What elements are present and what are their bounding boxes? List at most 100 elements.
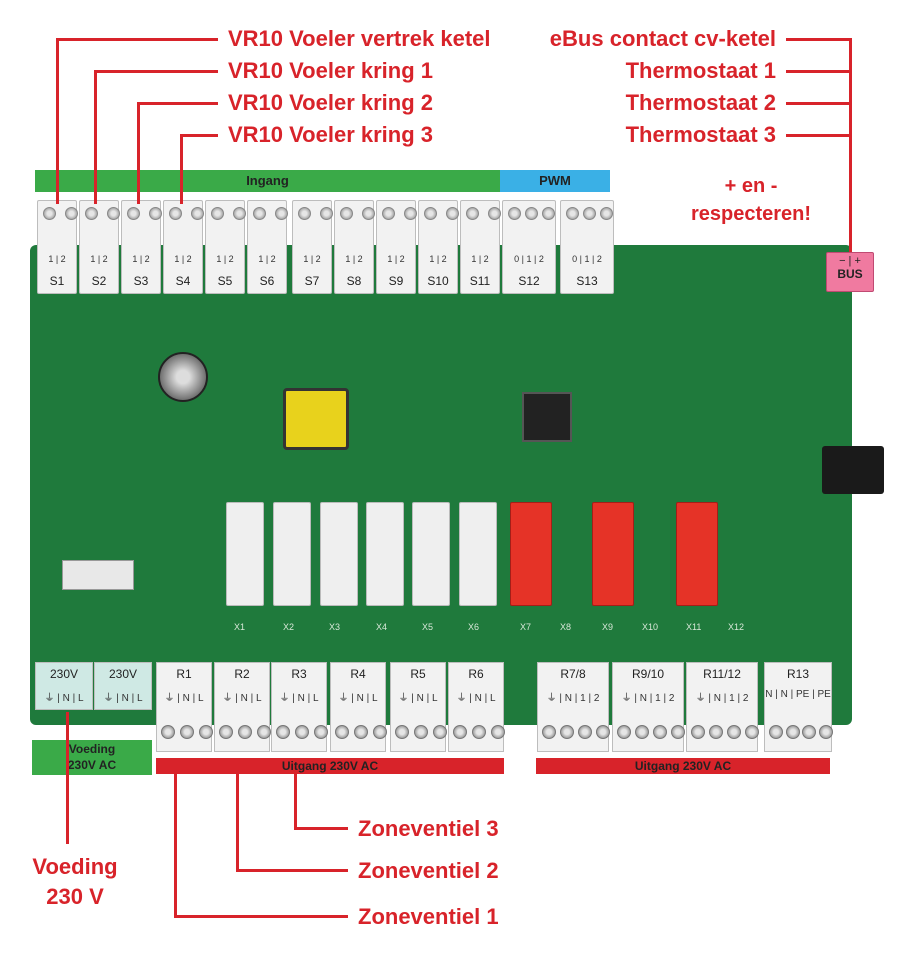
terminal-label: S5 [217,274,233,288]
screw-icon [653,725,667,739]
screw-icon [149,207,163,220]
screw-icon [161,725,175,739]
screw-icon [253,207,266,220]
relay-label: X12 [728,622,745,632]
screw-icon [43,207,56,220]
screw-icon [85,207,98,220]
callout-ebus: eBus contact cv-ketel [549,26,776,51]
screw-icon [446,207,460,220]
relay-x2 [273,502,311,606]
terminal-r9-10[interactable]: R9/10⏚ | N | 1 | 2 [612,662,685,752]
callout-thermostaat1: Thermostaat 1 [625,58,776,83]
terminal-label: R7/8 [560,667,586,681]
terminal-230v[interactable]: 230V⏚ | N | L [35,662,93,710]
terminal-pins: 0 | 1 | 2 [514,254,544,264]
callout-voeding-line1: Voeding [32,854,118,879]
terminal-label: S1 [49,274,65,288]
terminal-pins: N | N | PE | PE [765,689,831,700]
screw-icon [414,725,428,739]
leader-zone1-v [174,774,177,918]
terminal-pins: ⏚ | N | L [456,693,496,704]
terminal-label: S7 [304,274,320,288]
screw-icon [453,725,467,739]
callout-vr10-kring1: VR10 Voeler kring 1 [228,58,434,83]
relay-label: X9 [602,622,614,632]
bus-connector[interactable]: − | + BUS [826,252,874,292]
circuit-board [30,245,852,725]
relay-x1 [226,502,264,606]
terminal-r7-8[interactable]: R7/8⏚ | N | 1 | 2 [537,662,610,752]
terminal-pins: 1 | 2 [174,254,192,264]
terminal-s7[interactable]: 1 | 2 S7 [292,200,334,294]
screw-icon [785,725,800,739]
screw-icon [488,207,502,220]
terminal-r2[interactable]: R2 ⏚ | N | L [214,662,271,752]
screw-icon [354,725,368,739]
uitgang-bar-left: Uitgang 230V AC [156,758,504,774]
terminal-r4[interactable]: R4⏚ | N | L [330,662,387,752]
terminal-pins: 1 | 2 [303,254,321,264]
callout-vr10-vertrek: VR10 Voeler vertrek ketel [228,26,491,51]
leader-right-v [849,38,852,252]
callout-voeding-230v: Voeding 230 V [20,852,130,912]
screw-icon [314,725,328,739]
terminal-s8[interactable]: 1 | 2 S8 [334,200,376,294]
terminal-pins: 1 | 2 [345,254,363,264]
terminal-r5[interactable]: R5⏚ | N | L [390,662,447,752]
terminal-s1[interactable]: 1 | 2 S1 [37,200,79,294]
relay-label: X10 [642,622,659,632]
terminal-s4[interactable]: 1 | 2 S4 [163,200,205,294]
leader-kring2-h [137,102,218,105]
screw-icon [275,207,289,220]
terminal-label: S12 [518,274,540,288]
terminal-r3[interactable]: R3⏚ | N | L [271,662,328,752]
terminal-label: S6 [259,274,275,288]
relay-label: X3 [329,622,341,632]
terminal-pins: ⏚ | N | L [164,693,204,704]
terminal-pins: ⏚ | N | L [44,693,84,704]
screw-icon [395,725,409,739]
microcontroller-chip [522,392,572,442]
screw-icon [802,725,817,739]
screw-icon [600,207,613,220]
relay-x3 [320,502,358,606]
relay-label: X11 [686,622,702,632]
terminal-pins: ⏚ | N | L [279,693,319,704]
screw-icon [525,207,538,220]
terminal-label: S3 [133,274,149,288]
terminal-r6[interactable]: R6⏚ | N | L [448,662,505,752]
terminal-label: R2 [234,667,250,681]
terminal-pins: ⏚ | N | L [103,693,143,704]
relay-x11-12 [676,502,718,606]
leader-kring2-v [137,102,140,204]
terminal-label: R5 [410,667,426,681]
screw-icon [373,725,387,739]
leader-th2-h [786,102,852,105]
leader-zone2-h [236,869,348,872]
relay-label: X7 [520,622,532,632]
callout-vr10-kring3: VR10 Voeler kring 3 [228,122,434,147]
terminal-label: S8 [346,274,362,288]
screw-icon [107,207,121,220]
terminal-r1[interactable]: R1 ⏚ | N | L [156,662,213,752]
terminal-label: R1 [176,667,192,681]
relay-label: X8 [560,622,572,632]
terminal-label: 230V [108,667,138,681]
terminal-pins: ⏚ | N | 1 | 2 [695,693,749,704]
terminal-pins: ⏚ | N | L [222,693,262,704]
terminal-r11-12[interactable]: R11/12⏚ | N | 1 | 2 [686,662,759,752]
terminal-s12[interactable]: 0 | 1 | 2 S12 [502,200,556,294]
terminal-pins: 1 | 2 [48,254,66,264]
terminal-label: S4 [175,274,191,288]
screw-icon [635,725,649,739]
terminal-230v[interactable]: 230V ⏚ | N | L [94,662,152,710]
